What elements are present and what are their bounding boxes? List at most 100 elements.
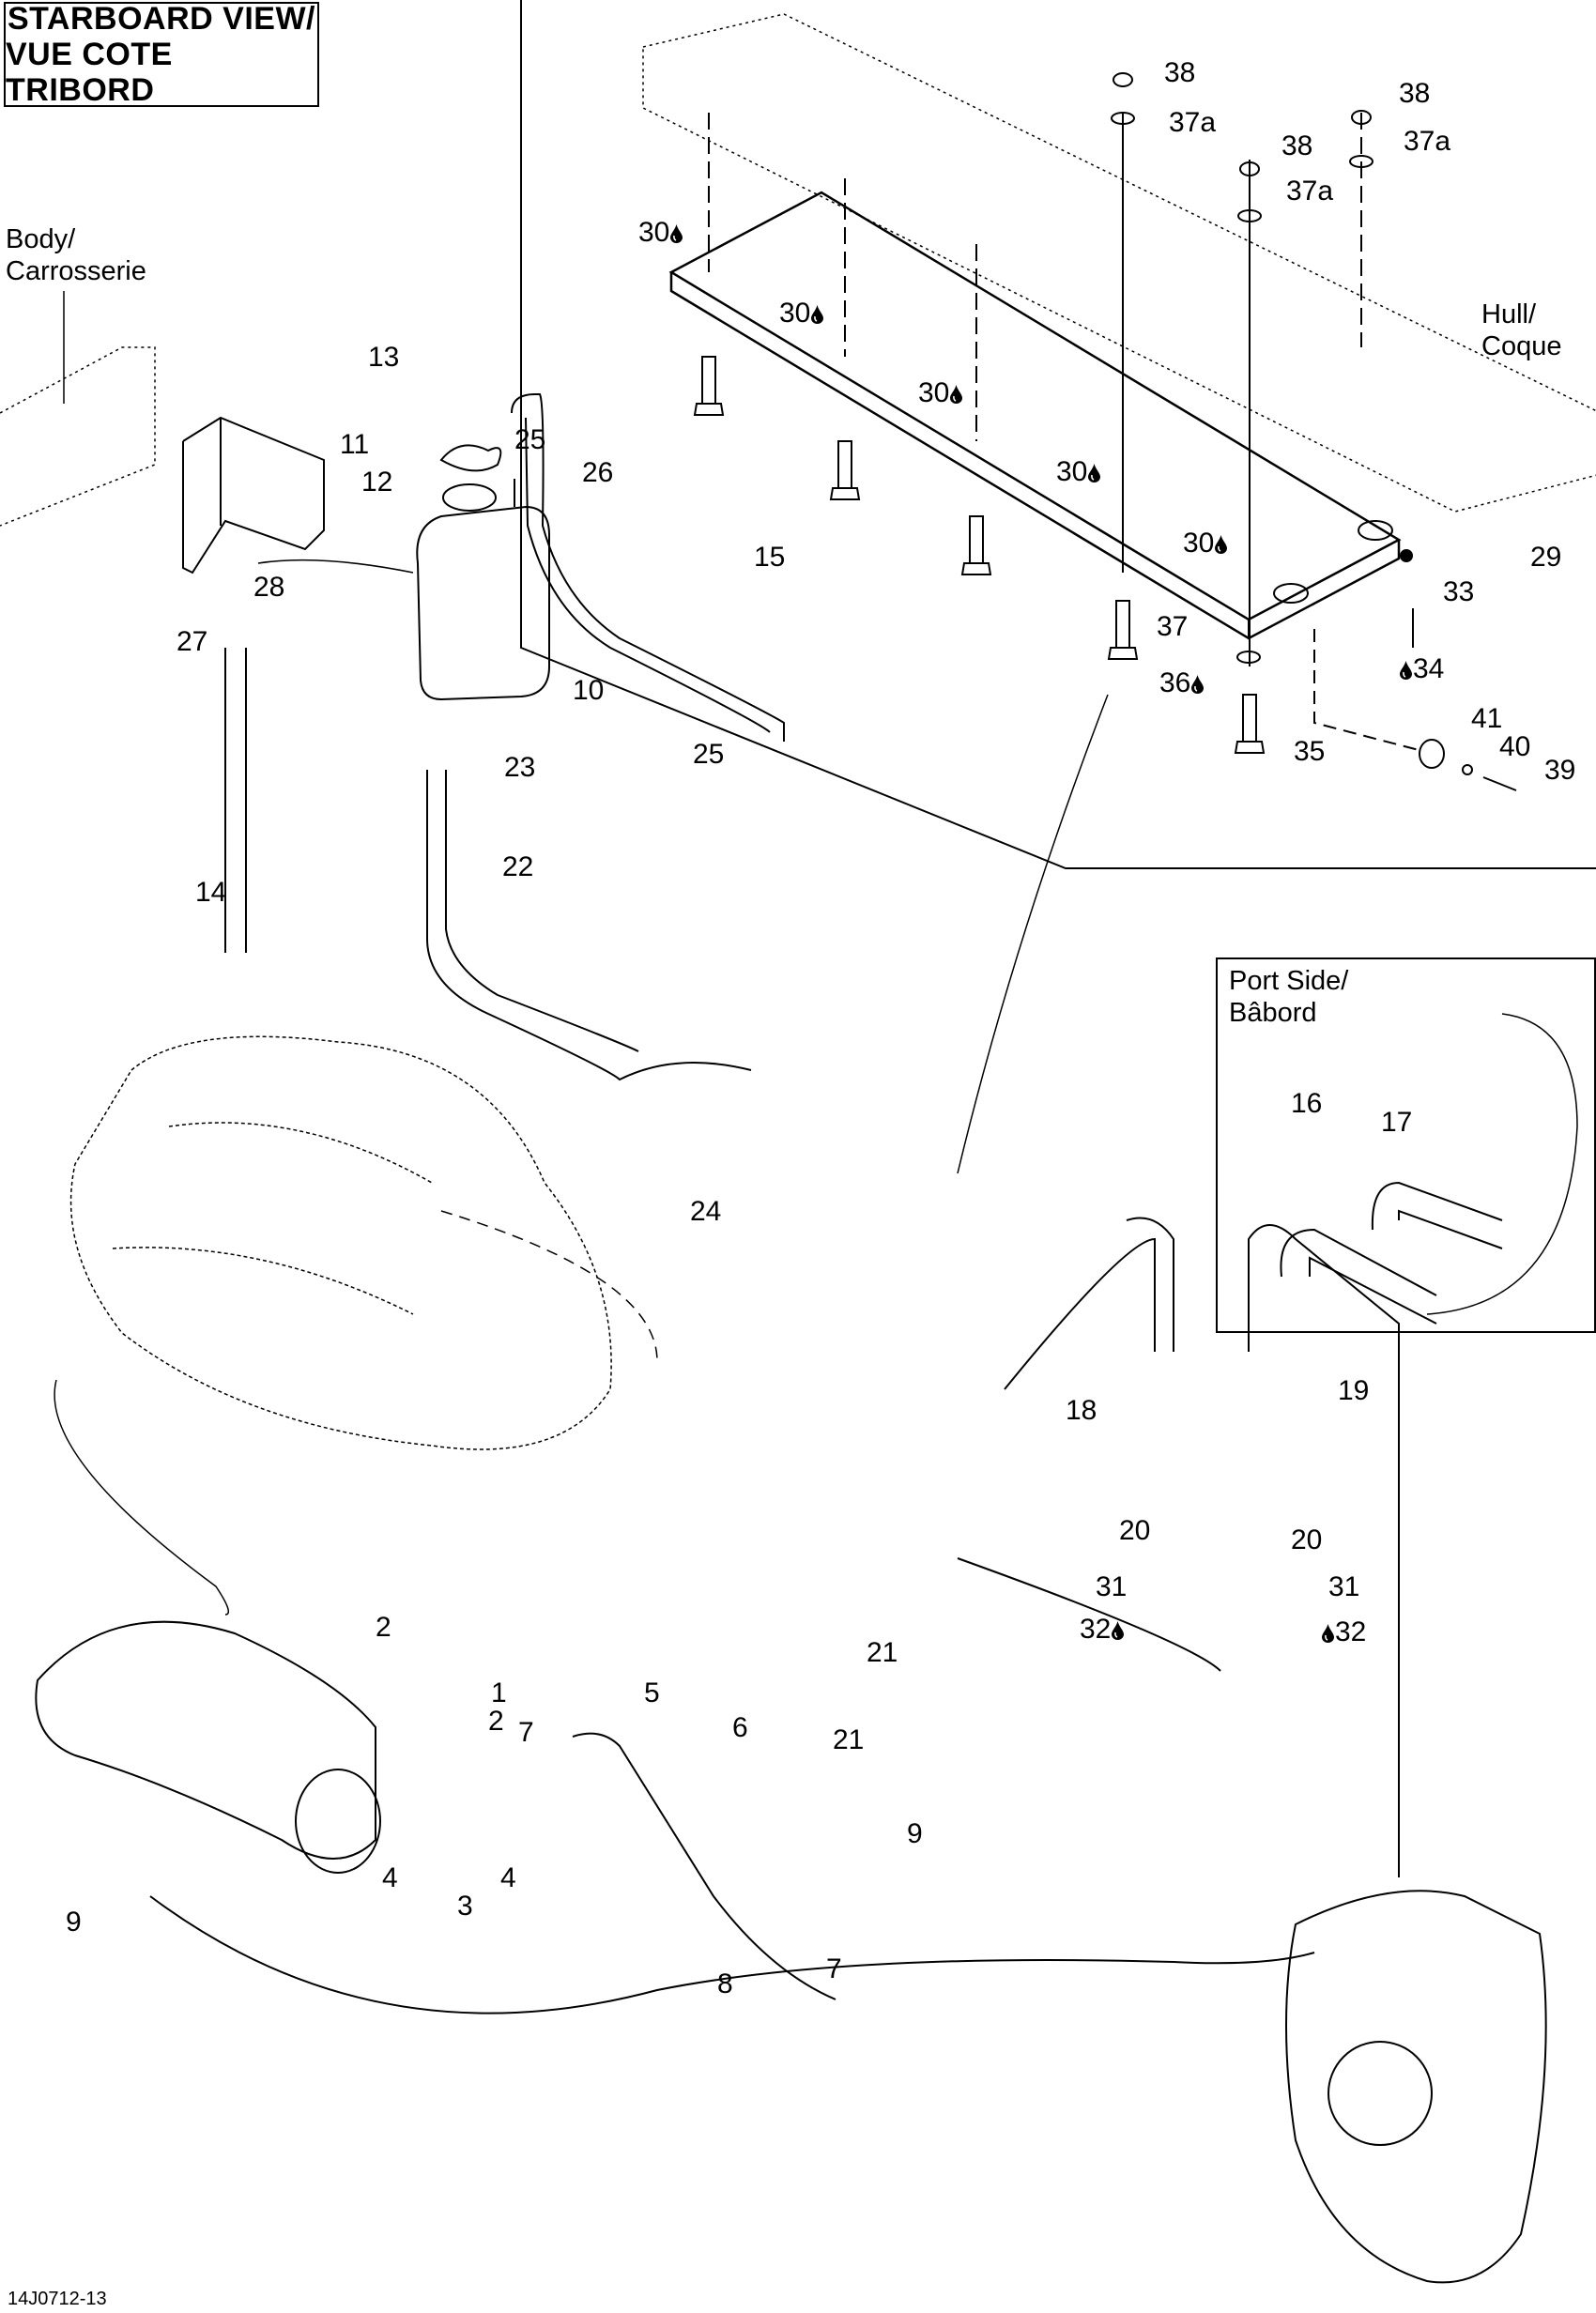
callout-number: 32	[1335, 1616, 1367, 1647]
callout-c25a: 25	[514, 425, 545, 455]
callout-number: 21	[867, 1637, 898, 1668]
callout-number: 25	[514, 424, 546, 455]
callout-c27: 27	[176, 627, 207, 657]
callout-c39: 39	[1544, 756, 1575, 786]
callout-number: 1	[491, 1677, 507, 1708]
callout-c21b: 21	[833, 1725, 864, 1755]
callout-c37: 37	[1157, 612, 1188, 642]
zone-label-body-fr: Carrosserie	[6, 256, 146, 286]
callout-number: 11	[340, 429, 370, 460]
engine-block	[69, 1035, 612, 1450]
callout-c38c: 38	[1399, 79, 1430, 109]
callout-number: 28	[253, 572, 285, 603]
callout-c17: 17	[1381, 1108, 1412, 1138]
callout-c5: 5	[644, 1678, 660, 1708]
callout-c2b: 2	[488, 1707, 504, 1737]
callout-number: 4	[500, 1862, 516, 1893]
callout-number: 27	[176, 626, 208, 657]
zone-label-body: Body/ Carrosserie	[6, 223, 146, 287]
callout-c33: 33	[1443, 577, 1474, 607]
callout-number: 37	[1157, 611, 1189, 642]
callout-number: 3	[457, 1891, 473, 1922]
callout-number: 2	[376, 1612, 391, 1643]
callout-number: 36	[1159, 667, 1191, 698]
callout-number: 34	[1413, 653, 1445, 684]
callout-c30e: 30	[1183, 528, 1228, 559]
jet-pump-housing	[1285, 1890, 1547, 2284]
callout-number: 18	[1066, 1395, 1097, 1426]
bolts-and-studs	[693, 72, 1517, 791]
callout-c20b: 20	[1291, 1525, 1322, 1555]
drop-icon	[1191, 675, 1205, 694]
callout-c19: 19	[1338, 1376, 1369, 1406]
drop-icon	[1112, 1621, 1125, 1640]
callout-number: 19	[1338, 1375, 1370, 1406]
callout-number: 17	[1381, 1107, 1413, 1138]
callout-c37a1: 37a	[1169, 108, 1216, 138]
callout-c30a: 30	[638, 218, 683, 248]
callout-c36: 36	[1159, 668, 1205, 698]
intake-manifold	[35, 1620, 381, 1874]
callout-number: 15	[754, 542, 786, 573]
callout-c29: 29	[1530, 543, 1561, 573]
callout-number: 32	[1080, 1614, 1112, 1645]
callout-number: 6	[732, 1712, 748, 1743]
document-id: 14J0712-13	[8, 2289, 107, 2309]
callout-c32a: 32	[1080, 1615, 1125, 1645]
callout-c9a: 9	[66, 1907, 82, 1938]
view-title-box: STARBOARD VIEW/ VUE COTE TRIBORD	[4, 1, 319, 108]
callout-number: 37a	[1404, 126, 1451, 157]
zone-label-port-fr: Bâbord	[1229, 998, 1317, 1028]
callout-number: 12	[361, 467, 393, 498]
callout-c1: 1	[491, 1678, 507, 1708]
port-side-hoses	[1280, 1013, 1578, 1325]
callout-number: 37a	[1169, 107, 1217, 138]
callout-number: 13	[368, 342, 400, 373]
callout-number: 22	[502, 851, 534, 882]
zone-label-hull: Hull/ Coque	[1481, 299, 1561, 362]
zone-label-body-en: Body/	[6, 224, 76, 254]
callout-c14: 14	[195, 878, 226, 908]
callout-number: 30	[1056, 456, 1088, 487]
callout-c25b: 25	[693, 740, 724, 770]
callout-number: 5	[644, 1677, 660, 1708]
callout-c6: 6	[732, 1713, 748, 1743]
callout-number: 9	[907, 1818, 923, 1849]
callout-c34: 34	[1399, 654, 1444, 684]
callout-c28: 28	[253, 573, 284, 603]
callout-number: 30	[918, 377, 950, 408]
drop-icon	[1322, 1624, 1334, 1643]
callout-number: 10	[573, 675, 605, 706]
callout-c15: 15	[754, 543, 785, 573]
callout-number: 40	[1499, 731, 1531, 762]
callout-c32b: 32	[1321, 1617, 1366, 1647]
callout-number: 33	[1443, 576, 1475, 607]
callout-c4a: 4	[382, 1863, 398, 1893]
hoses	[149, 393, 1400, 2014]
callout-number: 2	[488, 1706, 504, 1737]
callout-c23: 23	[504, 753, 535, 783]
callout-c26: 26	[582, 458, 613, 488]
callout-c7a: 7	[518, 1718, 534, 1748]
callout-c38b: 38	[1281, 131, 1312, 161]
callout-c31b: 31	[1328, 1572, 1359, 1602]
callout-c8: 8	[717, 1969, 733, 1999]
drop-icon	[670, 224, 683, 243]
callout-c30c: 30	[918, 378, 963, 408]
callout-number: 30	[1183, 528, 1215, 559]
callout-number: 30	[638, 217, 670, 248]
callout-c22: 22	[502, 852, 533, 882]
callout-number: 21	[833, 1724, 865, 1755]
callout-c20a: 20	[1119, 1516, 1150, 1546]
expansion-tank-10	[416, 444, 550, 701]
callout-number: 37a	[1286, 176, 1334, 207]
callout-number: 7	[518, 1717, 534, 1748]
callout-c24: 24	[690, 1197, 721, 1227]
callout-c3: 3	[457, 1892, 473, 1922]
callout-c41: 41	[1471, 704, 1502, 734]
callout-c11: 11	[340, 430, 369, 460]
callout-c30d: 30	[1056, 457, 1101, 487]
callout-c31a: 31	[1096, 1572, 1127, 1602]
callout-c21a: 21	[867, 1638, 898, 1668]
callout-number: 16	[1291, 1088, 1323, 1119]
